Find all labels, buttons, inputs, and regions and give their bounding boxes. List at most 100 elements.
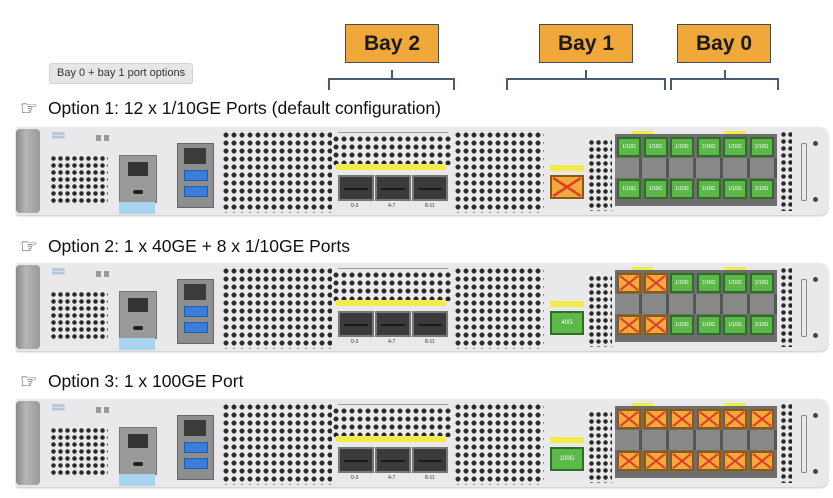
vent-bay-1 — [588, 139, 612, 211]
bay-0-port-label: 1/10G — [754, 322, 769, 328]
usb-port-icon — [184, 322, 208, 333]
vent-center-left — [222, 267, 332, 349]
disabled-cross-icon — [619, 275, 639, 291]
bay-0-port: 1/10G — [749, 315, 774, 335]
bay-0-port-label: 1/10G — [675, 322, 689, 328]
pointing-hand-icon: ☞ — [20, 235, 38, 258]
bay-1-speed-label — [550, 437, 584, 443]
disabled-cross-icon — [751, 411, 772, 427]
bay-0-port-label: 1/10G — [675, 144, 689, 150]
vent-bay-2-top — [332, 135, 452, 165]
bay-2-bracket — [328, 70, 455, 90]
bay-2-top-line — [338, 268, 448, 269]
left-rack-handle — [16, 129, 40, 213]
bay-0-port — [749, 451, 774, 471]
ethernet-port-icon — [184, 284, 206, 300]
left-rack-handle — [16, 401, 40, 485]
bay-0-port — [723, 451, 747, 471]
pointing-hand-icon: ☞ — [20, 370, 38, 393]
bay-0-port — [643, 273, 668, 293]
bay-0-port: 1/10G — [670, 179, 694, 199]
console-port — [119, 155, 157, 203]
bay-0-port-label: 1/10G — [728, 144, 742, 150]
bay-1-port-label: 100G — [559, 456, 575, 462]
usb-port-icon — [184, 458, 208, 469]
disabled-cross-icon — [698, 411, 719, 427]
sfp-cage-middle — [615, 158, 777, 178]
qsfp-port — [412, 447, 448, 473]
bay-0-port-label: 1/10G — [675, 280, 689, 286]
bay-0-port: 1/10G — [723, 273, 747, 293]
disabled-cross-icon — [725, 453, 745, 469]
bay-0-port-label: 1/10G — [648, 144, 663, 150]
option-2-title: ☞ Option 2: 1 x 40GE + 8 x 1/10GE Ports — [20, 236, 350, 257]
vent-center — [454, 267, 544, 349]
vent-left — [50, 155, 108, 203]
bay-0-port-label: 1/10G — [675, 186, 689, 192]
option-title-text: Option 1: 12 x 1/10GE Ports (default con… — [47, 98, 441, 118]
bay-2-speed-label — [336, 300, 446, 306]
bay-0-port-label: 1/10G — [701, 322, 716, 328]
qsfp-port-label: 4-7 — [388, 203, 396, 209]
qsfp-port-label: 0-3 — [351, 339, 359, 345]
bay-0-port: 1/10G — [723, 137, 747, 157]
bay-0-port — [696, 409, 721, 429]
bay-0-port — [696, 451, 721, 471]
bay-0-port — [723, 409, 747, 429]
bay-0-label: Bay 0 — [677, 24, 771, 63]
bay-0-port: 1/10G — [749, 179, 774, 199]
disabled-cross-icon — [751, 453, 772, 469]
console-port — [119, 291, 157, 339]
console-label-strip — [119, 202, 155, 214]
disabled-cross-icon — [645, 317, 666, 333]
bay-0-port: 1/10G — [749, 273, 774, 293]
status-leds — [96, 271, 110, 277]
bay-1-port-label: 40G — [561, 320, 573, 326]
disabled-cross-icon — [672, 411, 692, 427]
disabled-cross-icon — [725, 411, 745, 427]
option-3-title: ☞Option 3: 1 x 100GE Port — [20, 371, 243, 392]
bay-0-port-label: 1/10G — [701, 186, 716, 192]
right-rack-handle — [791, 407, 821, 479]
bay-0-port — [617, 451, 641, 471]
vent-left — [50, 427, 108, 475]
bay-0-port: 1/10G — [643, 137, 668, 157]
bay-0-port: 1/10G — [670, 137, 694, 157]
bay-0-port-label: 1/10G — [754, 186, 769, 192]
bay-1-port: 40G — [550, 311, 584, 335]
vent-right — [780, 267, 792, 347]
bay-0-port: 1/10G — [617, 179, 641, 199]
bay-0-bracket — [670, 70, 779, 90]
left-rack-handle — [16, 265, 40, 349]
disabled-cross-icon — [552, 177, 582, 197]
bay-0-port-label: 1/10G — [754, 280, 769, 286]
vent-bay-2-top — [332, 271, 452, 301]
bay-0-port — [617, 273, 641, 293]
management-port-panel — [177, 279, 214, 344]
bay-0-port — [670, 451, 694, 471]
usb-port-icon — [184, 306, 208, 317]
bay-0-port-label: 1/10G — [648, 186, 663, 192]
tooltip: Bay 0 + bay 1 port options — [49, 63, 194, 84]
vent-right — [780, 131, 792, 211]
disabled-cross-icon — [672, 453, 692, 469]
console-port — [119, 427, 157, 475]
option-1-title: ☞Option 1: 12 x 1/10GE Ports (default co… — [20, 98, 441, 119]
option-title-text: Option 2: 1 x 40GE + 8 x 1/10GE Ports — [47, 236, 350, 256]
vent-center — [454, 403, 544, 485]
bay-0-port — [670, 409, 694, 429]
bay-2-speed-label — [336, 164, 446, 170]
bay-0-port: 1/10G — [723, 179, 747, 199]
bay-0-port — [643, 409, 668, 429]
qsfp-port-label: 0-3 — [351, 203, 359, 209]
bay-1-port: 100G — [550, 447, 584, 471]
vent-left — [50, 291, 108, 339]
status-leds — [96, 135, 110, 141]
bay-0-port-label: 1/10G — [622, 186, 636, 192]
bay-0-port: 1/10G — [696, 315, 721, 335]
disabled-cross-icon — [698, 453, 719, 469]
qsfp-port — [412, 311, 448, 337]
